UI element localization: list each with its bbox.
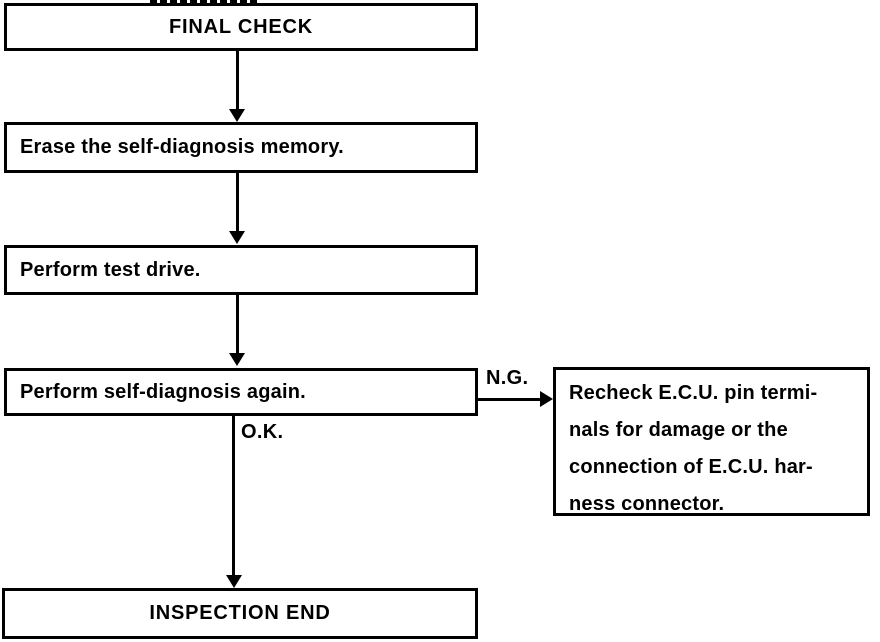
node-erase-memory: Erase the self-diagnosis memory. [4,122,478,173]
node-recheck-ecu: Recheck E.C.U. pin termi- nals for damag… [553,367,870,516]
recheck-text-line: ness connector. [569,493,725,515]
right-arrow-icon [540,391,553,407]
ok-branch-label: O.K. [241,421,284,443]
node-final-check: FINAL CHECK [4,3,478,51]
node-self-diagnosis: Perform self-diagnosis again. [4,368,478,416]
down-arrow-icon [229,231,245,244]
ng-branch-label: N.G. [486,367,529,389]
down-arrow-icon [226,575,242,588]
node-inspection-end: INSPECTION END [2,588,478,639]
down-arrow-line [236,173,239,231]
down-arrow-icon [229,353,245,366]
scan-artifact [150,0,258,4]
node-test-drive: Perform test drive. [4,245,478,295]
ok-arrow-line [232,416,235,575]
down-arrow-icon [229,109,245,122]
down-arrow-line [236,295,239,353]
recheck-text-line: Recheck E.C.U. pin termi- [569,382,818,404]
recheck-text-line: nals for damage or the [569,419,788,441]
recheck-text-line: connection of E.C.U. har- [569,456,813,478]
ng-arrow-line [478,398,540,401]
down-arrow-line [236,51,239,109]
